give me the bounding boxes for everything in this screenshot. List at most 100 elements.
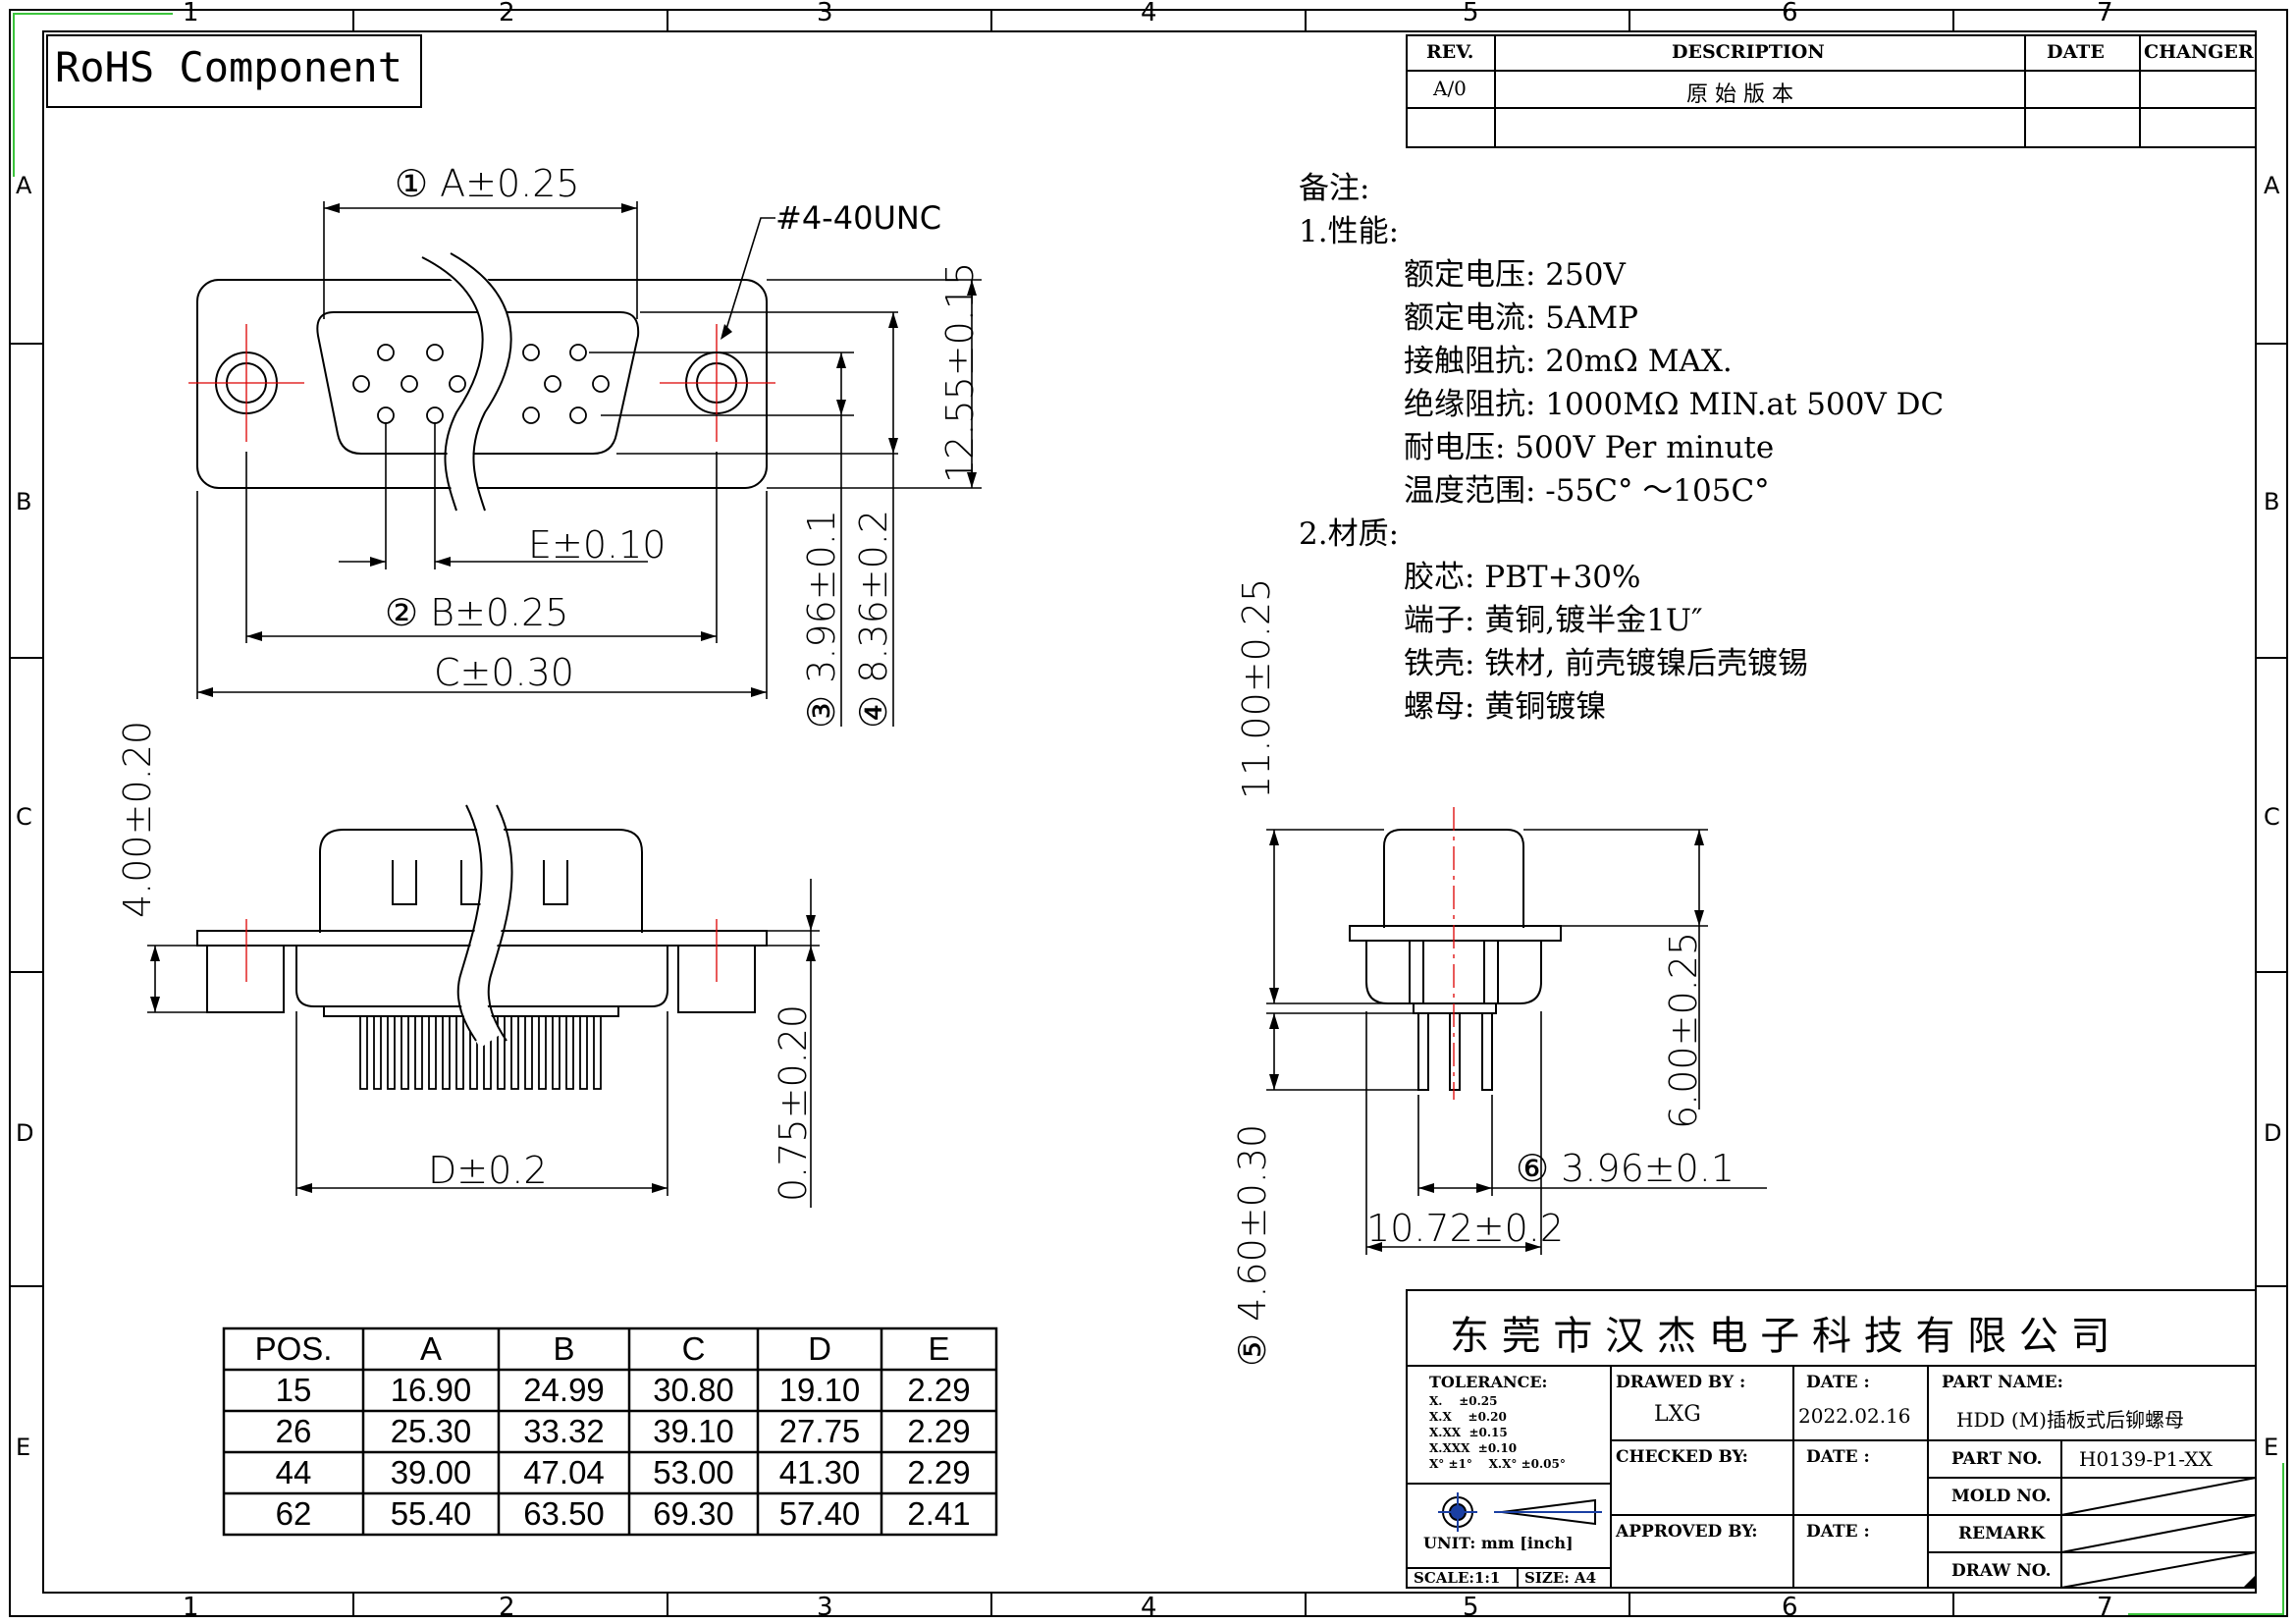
thread-label: #4-40UNC (775, 199, 942, 237)
note-line: 1.性能: (1299, 214, 1400, 249)
zone-ticks (10, 10, 2287, 1616)
tolerance-list: X. ±0.25 X.X ±0.20 X.XX ±0.15 X.XXX ±0.1… (1429, 1394, 1566, 1473)
note-line: 接触阻抗: 20mΩ MAX. (1404, 344, 1733, 379)
side-view (1266, 807, 1767, 1255)
zone-row-a-right: A (2264, 172, 2280, 199)
table-cell: 62 (275, 1495, 312, 1532)
title-block-grid (1406, 1289, 2257, 1589)
dim-4-label: ④ 8.36±0.2 (852, 509, 895, 729)
dim-c-label: C±0.30 (434, 651, 574, 694)
note-line: 温度范围: -55C° ～105C° (1404, 473, 1770, 509)
tolerance-title: TOLERANCE: (1429, 1373, 1548, 1391)
corner-mark-br (2128, 1463, 2284, 1615)
zone-col-6-top: 6 (1782, 0, 1798, 27)
table-cell: 41.30 (778, 1454, 861, 1490)
bottom-view (147, 799, 820, 1208)
table-cell: 39.10 (653, 1413, 734, 1449)
date-header: DATE (2047, 41, 2105, 63)
unit-label: UNIT: mm [inch] (1423, 1534, 1574, 1552)
table-cell: 2.41 (907, 1495, 971, 1532)
table-cell: 2.29 (907, 1454, 971, 1490)
drawn-by-label: DRAWED BY : (1616, 1373, 1746, 1392)
date-label-1: DATE : (1806, 1373, 1870, 1392)
note-line: 备注: (1299, 171, 1370, 206)
tolerance-line: X.XX ±0.15 (1429, 1426, 1508, 1439)
scale-label: SCALE:1:1 (1414, 1569, 1501, 1587)
table-cell: 57.40 (778, 1495, 861, 1532)
company-name: 东 莞 市 汉 杰 电 子 科 技 有 限 公 司 (1450, 1314, 2110, 1359)
dim-1100-label: 11.00±0.25 (1235, 577, 1278, 799)
table-cell: 19.10 (778, 1372, 861, 1408)
zone-col-2-top: 2 (499, 0, 515, 27)
table-cell: 15 (275, 1372, 312, 1408)
notes-block: 备注: 1.性能: 额定电压: 250V 额定电流: 5AMP 接触阻抗: 20… (1299, 163, 1944, 725)
table-cell: 27.75 (778, 1413, 861, 1449)
table-cell: 63.50 (523, 1495, 605, 1532)
description-header: DESCRIPTION (1672, 41, 1825, 63)
note-line: 额定电流: 5AMP (1404, 300, 1639, 336)
part-no-value: H0139-P1-XX (2079, 1447, 2213, 1471)
corner-mark-tl (13, 13, 173, 177)
zone-row-c-right: C (2264, 803, 2280, 831)
dim-075-label: 0.75±0.20 (772, 1003, 815, 1202)
zone-col-4-top: 4 (1141, 0, 1157, 27)
table-header: D (808, 1330, 831, 1367)
dim-1072-label: 10.72±0.2 (1366, 1207, 1565, 1250)
table-header: B (553, 1330, 575, 1367)
note-line: 绝缘阻抗: 1000MΩ MIN.at 500V DC (1404, 387, 1945, 422)
table-cell: 44 (275, 1454, 312, 1490)
table-cell: 16.90 (390, 1372, 472, 1408)
date-label-3: DATE : (1806, 1522, 1870, 1542)
zone-row-d-right: D (2264, 1119, 2282, 1147)
note-line: 螺母: 黄铜镀镍 (1404, 689, 1607, 725)
tolerance-line: X. ±0.25 (1429, 1394, 1498, 1408)
remark-label: REMARK (1958, 1524, 2045, 1543)
rev-value: A/0 (1433, 77, 1467, 100)
table-cell: 39.00 (390, 1454, 472, 1490)
drawn-by-value: LXG (1654, 1402, 1701, 1427)
note-line: 铁壳: 铁材, 前壳镀镍后壳镀锡 (1404, 646, 1809, 681)
zone-col-5-top: 5 (1463, 0, 1479, 27)
dim-d-label: D±0.2 (428, 1149, 548, 1192)
part-name-value: HDD (M)插板式后铆螺母 (1956, 1408, 2184, 1432)
tolerance-line: X° ±1° X.X° ±0.05° (1429, 1457, 1566, 1471)
mold-no-label: MOLD NO. (1951, 1487, 2052, 1506)
table-header: POS. (254, 1330, 333, 1367)
zone-row-e-right: E (2264, 1434, 2279, 1461)
note-line: 额定电压: 250V (1404, 257, 1626, 293)
table-cell: 24.99 (523, 1372, 605, 1408)
changer-header: CHANGER (2144, 41, 2254, 63)
table-cell: 25.30 (390, 1413, 472, 1449)
zone-col-2-bottom: 2 (499, 1593, 515, 1622)
table-cell: 47.04 (523, 1454, 605, 1490)
table-header: A (419, 1330, 442, 1367)
table-cell: 53.00 (653, 1454, 734, 1490)
dim-e-label: E±0.10 (528, 523, 667, 567)
front-view (188, 201, 982, 727)
inner-border (42, 30, 2257, 1594)
zone-col-6-bottom: 6 (1782, 1593, 1798, 1622)
dim-height-label: 12.55±0.15 (938, 261, 982, 483)
projection-symbol-icon (1438, 1492, 1602, 1532)
note-line: 胶芯: PBT+30% (1404, 560, 1641, 595)
date-label-2: DATE : (1806, 1447, 1870, 1467)
dim-400-label: 4.00±0.20 (116, 720, 159, 918)
outer-border (9, 9, 2288, 1617)
rohs-box (46, 34, 422, 108)
table-cell: 69.30 (653, 1495, 734, 1532)
table-cell: 26 (275, 1413, 312, 1449)
part-no-label: PART NO. (1951, 1449, 2043, 1469)
date-value: 2022.02.16 (1798, 1404, 1911, 1428)
zone-row-e-left: E (16, 1434, 31, 1461)
table-cell: 33.32 (523, 1413, 605, 1449)
zone-col-3-bottom: 3 (817, 1593, 833, 1622)
note-line: 2.材质: (1299, 516, 1400, 552)
zone-col-7-top: 7 (2097, 0, 2113, 27)
dimension-table-grid (222, 1326, 998, 1537)
zone-row-b-left: B (16, 488, 32, 515)
draw-no-label: DRAW NO. (1951, 1561, 2052, 1581)
zone-row-d-left: D (16, 1119, 34, 1147)
dim-b-label: ② B±0.25 (385, 591, 569, 634)
table-cell: 30.80 (653, 1372, 734, 1408)
